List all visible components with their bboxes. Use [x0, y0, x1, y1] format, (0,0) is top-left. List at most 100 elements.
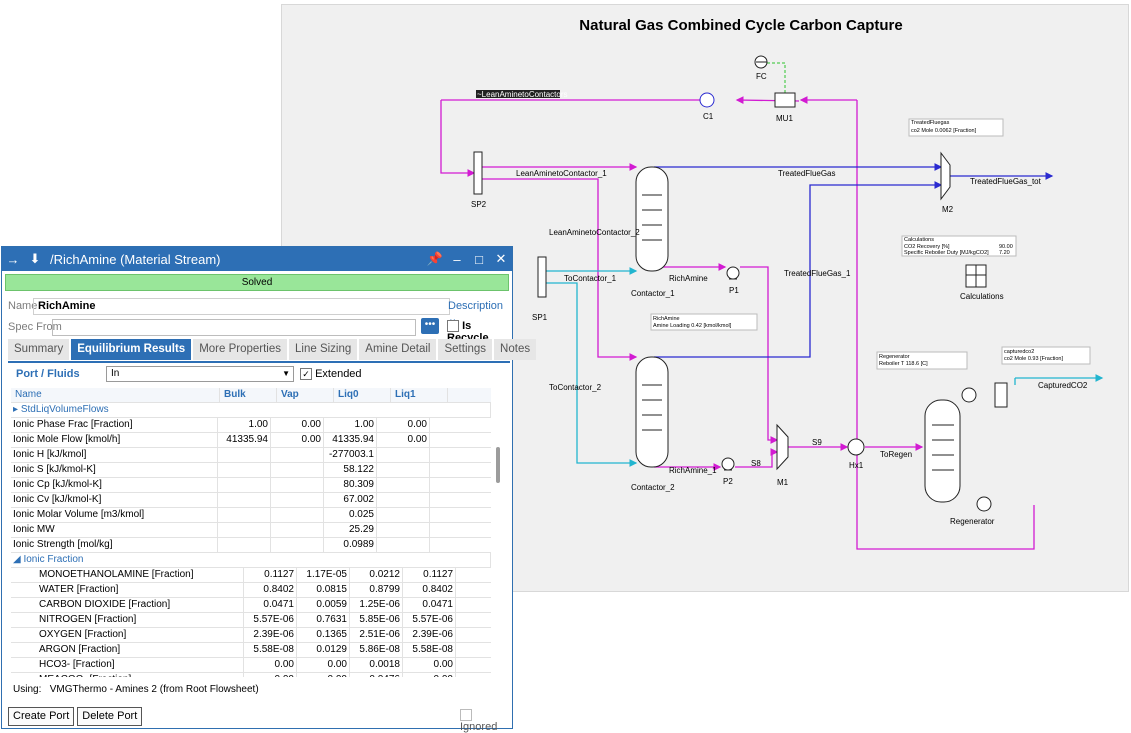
description-link[interactable]: Description ⌄ — [448, 300, 504, 325]
ignored-checkbox[interactable]: Ignored — [460, 709, 512, 733]
table-row[interactable]: Ionic Cp [kJ/kmol-K]80.309 — [11, 478, 491, 493]
col-liq1[interactable]: Liq1 — [391, 388, 448, 402]
treated-flue-gas-label: TreatedFlueGas — [778, 169, 836, 178]
flowsheet-title: Natural Gas Combined Cycle Carbon Captur… — [579, 17, 903, 34]
row-value-cell: -277003.1 — [324, 448, 377, 462]
calc-annot-title: Calculations — [904, 237, 934, 243]
contactor-1-column — [635, 166, 669, 272]
row-name-cell: WATER [Fraction] — [11, 583, 244, 597]
row-name-cell: NITROGEN [Fraction] — [11, 613, 244, 627]
row-value-cell: 0.025 — [324, 508, 377, 522]
tab-summary[interactable]: Summary — [8, 339, 70, 360]
material-stream-window[interactable]: → ⬇ /RichAmine (Material Stream) 📌 – □ ✕… — [1, 246, 537, 733]
tab-settings[interactable]: Settings — [438, 339, 493, 360]
captured-annot-title: capturedco2 — [1004, 349, 1034, 355]
section-ionic-fraction[interactable]: ◢ Ionic Fraction — [11, 553, 491, 568]
row-value-cell — [218, 448, 271, 462]
row-value-cell: 0.0989 — [324, 538, 377, 552]
close-icon[interactable]: ✕ — [495, 251, 507, 266]
minimize-icon[interactable]: – — [453, 251, 461, 267]
row-value-cell: 0.00 — [403, 658, 456, 672]
tab-line-sizing[interactable]: Line Sizing — [289, 339, 358, 360]
tab-equilibrium-results[interactable]: Equilibrium Results — [71, 339, 192, 360]
row-value-cell: 0.00 — [271, 418, 324, 432]
calc-annot-line2: Specific Reboiler Duty [MJ/kgCO2] — [904, 250, 989, 256]
extended-checkbox[interactable]: ✓ Extended — [300, 368, 362, 381]
row-name-cell: Ionic Mole Flow [kmol/h] — [11, 433, 218, 447]
tab-amine-detail[interactable]: Amine Detail — [359, 339, 437, 360]
rich-annot-line: Amine Loading 0.42 [kmol/kmol] — [653, 323, 732, 329]
delete-port-button[interactable]: Delete Port — [77, 707, 143, 726]
row-value-cell — [218, 523, 271, 537]
table-row[interactable]: Ionic H [kJ/kmol]-277003.1 — [11, 448, 491, 463]
row-name-cell: Ionic Molar Volume [m3/kmol] — [11, 508, 218, 522]
row-value-cell: 2.39E-06 — [244, 628, 297, 642]
menu-icon[interactable]: ⬇ — [29, 251, 41, 266]
row-value-cell — [377, 478, 430, 492]
spec-browse-button[interactable]: ••• — [421, 318, 439, 334]
results-grid[interactable]: Name Bulk Vap Liq0 Liq1 ▸ StdLiqVolumeFl… — [11, 388, 491, 677]
col-vap[interactable]: Vap — [277, 388, 334, 402]
row-name-cell: Ionic Phase Frac [Fraction] — [11, 418, 218, 432]
row-value-cell: 0.0471 — [244, 598, 297, 612]
captured-co2-label: CapturedCO2 — [1038, 381, 1088, 390]
p2-pump — [721, 457, 735, 471]
tab-more-properties[interactable]: More Properties — [193, 339, 288, 360]
row-value-cell — [218, 478, 271, 492]
table-row[interactable]: Ionic Molar Volume [m3/kmol] 0.025 — [11, 508, 491, 523]
col-name[interactable]: Name — [11, 388, 220, 402]
row-value-cell: 0.0059 — [297, 598, 350, 612]
pin-icon[interactable]: 📌 — [426, 251, 444, 266]
row-value-cell: 1.00 — [218, 418, 271, 432]
grid-scrollbar[interactable] — [496, 447, 500, 483]
row-value-cell — [271, 523, 324, 537]
captured-annot-line: co2 Mole 0.93 [Fraction] — [1004, 356, 1063, 362]
table-row[interactable]: Ionic Cv [kJ/kmol-K]67.002 — [11, 493, 491, 508]
treated-flue-gas-tot-label: TreatedFlueGas_tot — [970, 177, 1042, 186]
name-field[interactable]: RichAmine — [33, 298, 450, 315]
port-fluids-label: Port / Fluids — [16, 368, 80, 380]
row-value-cell: 2.39E-06 — [403, 628, 456, 642]
spec-from-label: Spec From — [8, 321, 62, 333]
row-value-cell: 0.0212 — [350, 568, 403, 582]
contactor1-label: Contactor_1 — [631, 289, 675, 298]
table-row[interactable]: MEACOO- [Fraction]0.000.000.04760.00 — [11, 673, 491, 677]
table-row[interactable]: Ionic Strength [mol/kg]0.0989 — [11, 538, 491, 553]
row-value-cell: 0.00 — [403, 673, 456, 677]
maximize-icon[interactable]: □ — [475, 251, 483, 267]
port-select[interactable]: In ▼ — [106, 366, 294, 382]
row-value-cell: 67.002 — [324, 493, 377, 507]
m1-mixer — [776, 423, 789, 471]
tab-strip: Summary Equilibrium Results More Propert… — [8, 339, 537, 363]
tab-notes[interactable]: Notes — [494, 339, 537, 360]
row-value-cell: 0.0471 — [403, 598, 456, 612]
row-value-cell: 0.0815 — [297, 583, 350, 597]
calc-annot-line1: CO2 Recovery [%] — [904, 244, 950, 250]
spec-from-field[interactable] — [52, 319, 416, 336]
create-port-button[interactable]: Create Port — [8, 707, 75, 726]
col-liq0[interactable]: Liq0 — [334, 388, 391, 402]
table-row[interactable]: Ionic S [kJ/kmol-K]58.122 — [11, 463, 491, 478]
row-name-cell: MEACOO- [Fraction] — [11, 673, 244, 677]
arrow-right-icon[interactable]: → — [6, 251, 20, 267]
section-std-liq[interactable]: ▸ StdLiqVolumeFlows — [11, 403, 491, 418]
mu1-makeup — [774, 92, 796, 108]
flowsheet-diagram[interactable]: FC C1 MU1 SP2 SP1 M2 M1 P1 P2 Hx1 Contac… — [282, 5, 1128, 591]
window-titlebar[interactable]: → ⬇ /RichAmine (Material Stream) 📌 – □ ✕ — [2, 247, 512, 271]
col-bulk[interactable]: Bulk — [220, 388, 277, 402]
stream-treated-flue-gas — [654, 163, 1054, 358]
row-value-cell — [377, 523, 430, 537]
reboiler — [976, 496, 992, 512]
lean-contactor1-label: LeanAminetoContactor_1 — [516, 169, 607, 178]
row-value-cell: 0.1127 — [403, 568, 456, 582]
